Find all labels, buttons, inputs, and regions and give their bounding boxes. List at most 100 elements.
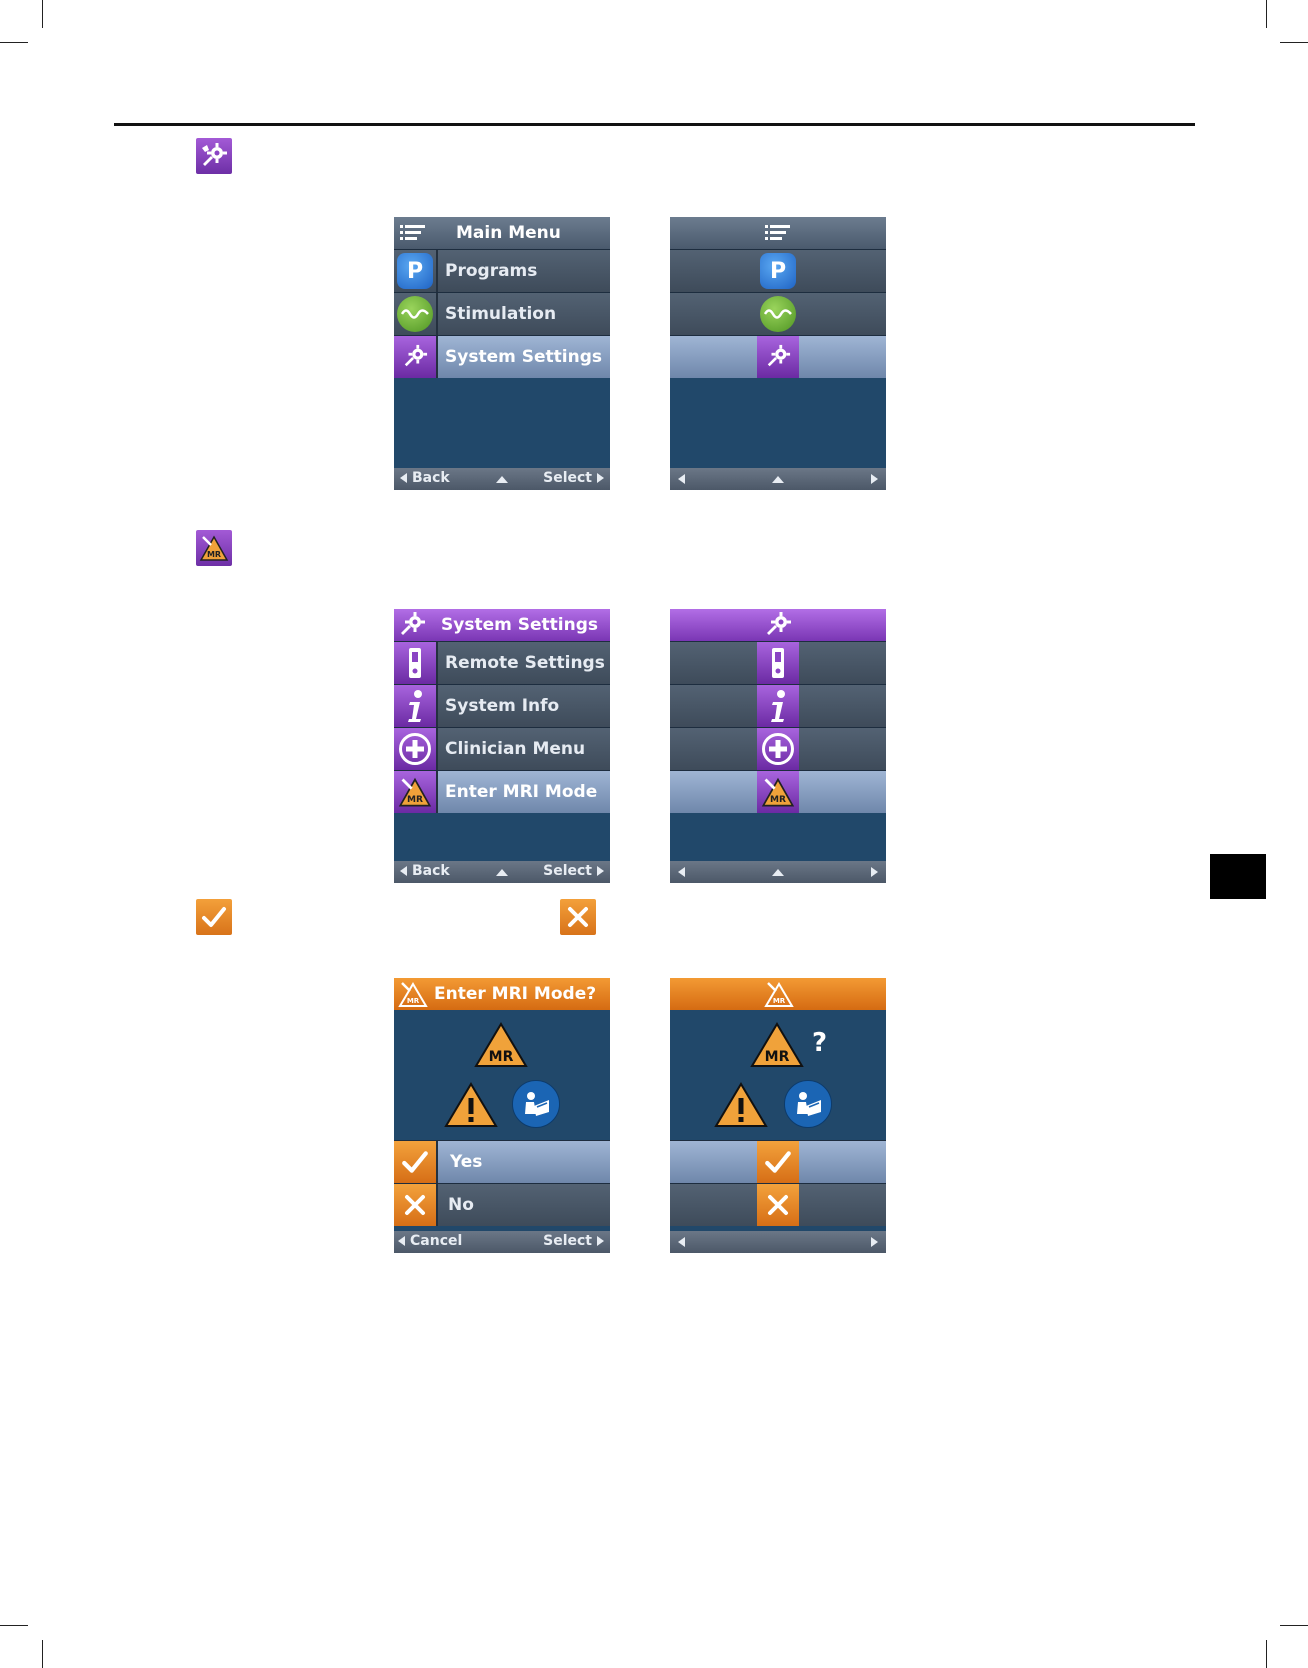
up-arrow-icon bbox=[772, 869, 784, 876]
mri-unsafe-warning-icon: MR bbox=[750, 1022, 804, 1068]
system-settings-screen: System Settings Remote Settings System I… bbox=[394, 609, 610, 883]
mr-label: MR bbox=[489, 1049, 514, 1065]
mri-warning-icon: MR bbox=[394, 771, 436, 813]
mr-label: MR bbox=[765, 1049, 790, 1065]
menu-item-enter-mri-mode[interactable]: MR bbox=[670, 770, 886, 813]
right-arrow-icon[interactable] bbox=[871, 1237, 878, 1247]
crop-mark bbox=[1266, 0, 1267, 28]
screen-header: MR Enter MRI Mode? bbox=[394, 978, 610, 1010]
menu-item-programs[interactable]: P bbox=[670, 249, 886, 292]
screen-header bbox=[670, 609, 886, 641]
screen-footer bbox=[670, 1231, 886, 1253]
no-option[interactable]: No bbox=[394, 1183, 610, 1226]
up-arrow-icon bbox=[496, 869, 508, 876]
yes-option[interactable] bbox=[670, 1140, 886, 1183]
info-icon bbox=[757, 685, 799, 727]
warning-triangle-icon bbox=[444, 1082, 498, 1128]
back-softkey[interactable]: Back bbox=[400, 470, 450, 486]
wrench-gear-icon bbox=[764, 611, 792, 644]
plus-circle-icon bbox=[394, 728, 436, 770]
mri-warning-icon: MR bbox=[763, 979, 795, 1014]
screen-title: Main Menu bbox=[456, 223, 561, 243]
back-softkey[interactable]: Back bbox=[400, 863, 450, 879]
left-arrow-icon[interactable] bbox=[678, 867, 685, 877]
plus-circle-icon bbox=[757, 728, 799, 770]
svg-text:MR: MR bbox=[407, 795, 423, 805]
menu-item-label: Clinician Menu bbox=[445, 728, 585, 770]
checkmark-icon bbox=[394, 1141, 436, 1183]
wrench-gear-icon bbox=[196, 138, 232, 174]
x-icon bbox=[560, 899, 596, 935]
read-manual-icon bbox=[784, 1080, 832, 1128]
yes-option[interactable]: Yes bbox=[394, 1140, 610, 1183]
menu-item-system-info[interactable]: System Info bbox=[394, 684, 610, 727]
select-softkey[interactable]: Select bbox=[543, 470, 604, 486]
checkmark-icon bbox=[757, 1141, 799, 1183]
menu-item-remote-settings[interactable] bbox=[670, 641, 886, 684]
enter-mri-mode-icon-screen: MR MR ? bbox=[670, 978, 886, 1253]
read-manual-icon bbox=[512, 1080, 560, 1128]
svg-text:MR: MR bbox=[770, 795, 786, 805]
svg-text:MR: MR bbox=[207, 550, 221, 559]
wrench-gear-icon bbox=[398, 611, 426, 644]
cancel-softkey[interactable]: Cancel bbox=[398, 1233, 462, 1249]
crop-mark bbox=[1280, 1625, 1308, 1626]
right-arrow-icon[interactable] bbox=[871, 867, 878, 877]
menu-item-stimulation[interactable]: Stimulation bbox=[394, 292, 610, 335]
crop-mark bbox=[42, 1640, 43, 1668]
option-label: Yes bbox=[450, 1141, 482, 1183]
stimulation-wave-icon bbox=[760, 296, 796, 332]
right-arrow-icon[interactable] bbox=[871, 474, 878, 484]
remote-control-icon bbox=[394, 642, 436, 684]
screen-header: Main Menu bbox=[394, 217, 610, 249]
left-arrow-icon[interactable] bbox=[678, 474, 685, 484]
list-menu-icon bbox=[400, 224, 426, 247]
select-softkey[interactable]: Select bbox=[543, 863, 604, 879]
mri-unsafe-warning-icon: MR bbox=[474, 1022, 528, 1068]
menu-item-programs[interactable]: P Programs bbox=[394, 249, 610, 292]
menu-item-clinician-menu[interactable]: Clinician Menu bbox=[394, 727, 610, 770]
menu-item-label: Programs bbox=[445, 250, 537, 292]
select-softkey[interactable]: Select bbox=[543, 1233, 604, 1249]
menu-item-remote-settings[interactable]: Remote Settings bbox=[394, 641, 610, 684]
menu-item-label: System Settings bbox=[445, 336, 602, 378]
screen-title: Enter MRI Mode? bbox=[434, 984, 596, 1004]
mri-warning-icon: MR bbox=[397, 979, 429, 1014]
svg-text:MR: MR bbox=[407, 997, 420, 1005]
programs-p-icon: P bbox=[397, 253, 433, 289]
up-arrow-icon bbox=[496, 476, 508, 483]
up-arrow-icon bbox=[772, 476, 784, 483]
programs-p-icon: P bbox=[760, 253, 796, 289]
screen-footer bbox=[670, 468, 886, 490]
menu-item-system-settings[interactable]: System Settings bbox=[394, 335, 610, 378]
screen-footer bbox=[670, 861, 886, 883]
remote-control-icon bbox=[757, 642, 799, 684]
list-menu-icon bbox=[765, 224, 791, 247]
wrench-gear-icon bbox=[757, 336, 799, 378]
crop-mark bbox=[0, 42, 28, 43]
system-settings-icon-screen: MR bbox=[670, 609, 886, 883]
crop-mark bbox=[0, 1625, 28, 1626]
menu-item-stimulation[interactable] bbox=[670, 292, 886, 335]
crop-mark bbox=[1266, 1640, 1267, 1668]
menu-item-system-settings[interactable] bbox=[670, 335, 886, 378]
menu-item-clinician-menu[interactable] bbox=[670, 727, 886, 770]
main-menu-icon-screen: P bbox=[670, 217, 886, 490]
left-arrow-icon[interactable] bbox=[678, 1237, 685, 1247]
screen-header: MR bbox=[670, 978, 886, 1010]
crop-mark bbox=[1280, 42, 1308, 43]
header-rule bbox=[114, 123, 1195, 126]
screen-header: System Settings bbox=[394, 609, 610, 641]
enter-mri-mode-screen: MR Enter MRI Mode? MR Yes No Cancel Sele… bbox=[394, 978, 610, 1253]
x-icon bbox=[394, 1184, 436, 1226]
svg-text:MR: MR bbox=[773, 997, 786, 1005]
menu-item-label: Remote Settings bbox=[445, 642, 605, 684]
option-label: No bbox=[448, 1184, 474, 1226]
menu-item-enter-mri-mode[interactable]: MR Enter MRI Mode bbox=[394, 770, 610, 813]
stimulation-wave-icon bbox=[397, 296, 433, 332]
menu-item-system-info[interactable] bbox=[670, 684, 886, 727]
warning-triangle-icon bbox=[714, 1082, 768, 1128]
crop-mark bbox=[42, 0, 43, 28]
no-option[interactable] bbox=[670, 1183, 886, 1226]
mri-warning-icon: MR bbox=[196, 530, 232, 566]
